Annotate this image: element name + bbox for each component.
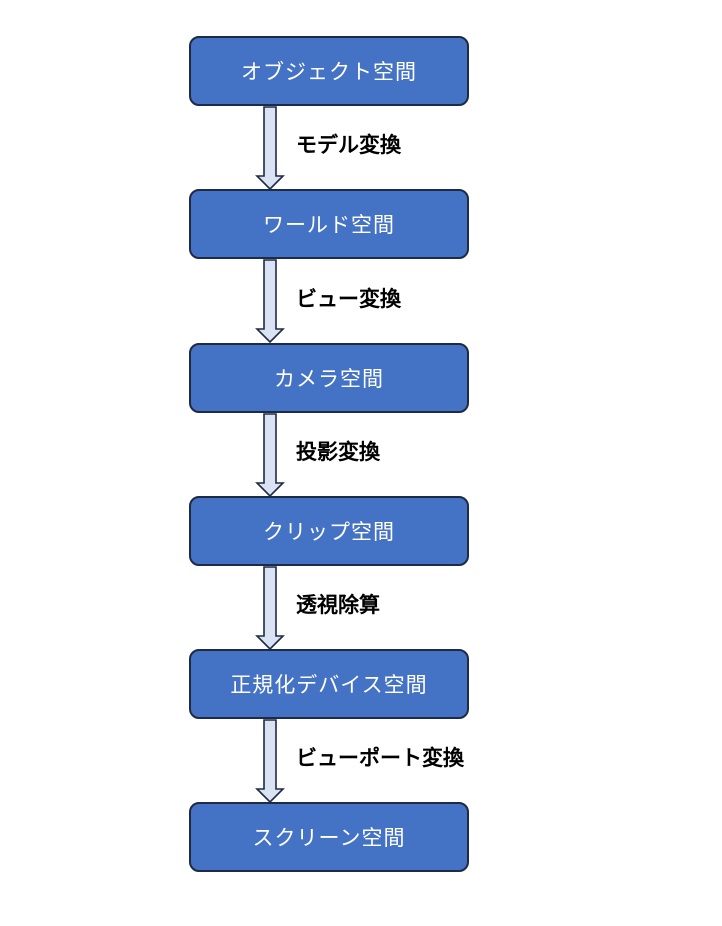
stage-box-clip-space: クリップ空間 bbox=[189, 496, 469, 566]
stage-label: ワールド空間 bbox=[263, 213, 395, 237]
stage-label: オブジェクト空間 bbox=[241, 60, 417, 84]
stage-box-ndc-space: 正規化デバイス空間 bbox=[189, 649, 469, 719]
down-arrow-icon bbox=[255, 566, 287, 650]
stage-label: 正規化デバイス空間 bbox=[230, 673, 428, 697]
transform-label-perspective-divide: 透視除算 bbox=[296, 593, 380, 617]
stage-label: カメラ空間 bbox=[274, 367, 384, 391]
down-arrow-icon bbox=[255, 719, 287, 803]
transform-label-viewport: ビューポート変換 bbox=[296, 746, 464, 770]
transform-label-view: ビュー変換 bbox=[296, 287, 401, 311]
stage-box-camera-space: カメラ空間 bbox=[189, 343, 469, 413]
stage-label: スクリーン空間 bbox=[252, 826, 406, 850]
transform-label-model: モデル変換 bbox=[296, 133, 401, 157]
stage-label: クリップ空間 bbox=[263, 520, 395, 544]
stage-box-object-space: オブジェクト空間 bbox=[189, 36, 469, 106]
down-arrow-icon bbox=[255, 259, 287, 343]
down-arrow-icon bbox=[255, 413, 287, 497]
stage-box-screen-space: スクリーン空間 bbox=[189, 802, 469, 872]
down-arrow-icon bbox=[255, 106, 287, 190]
transform-label-projection: 投影変換 bbox=[296, 440, 380, 464]
stage-box-world-space: ワールド空間 bbox=[189, 189, 469, 259]
